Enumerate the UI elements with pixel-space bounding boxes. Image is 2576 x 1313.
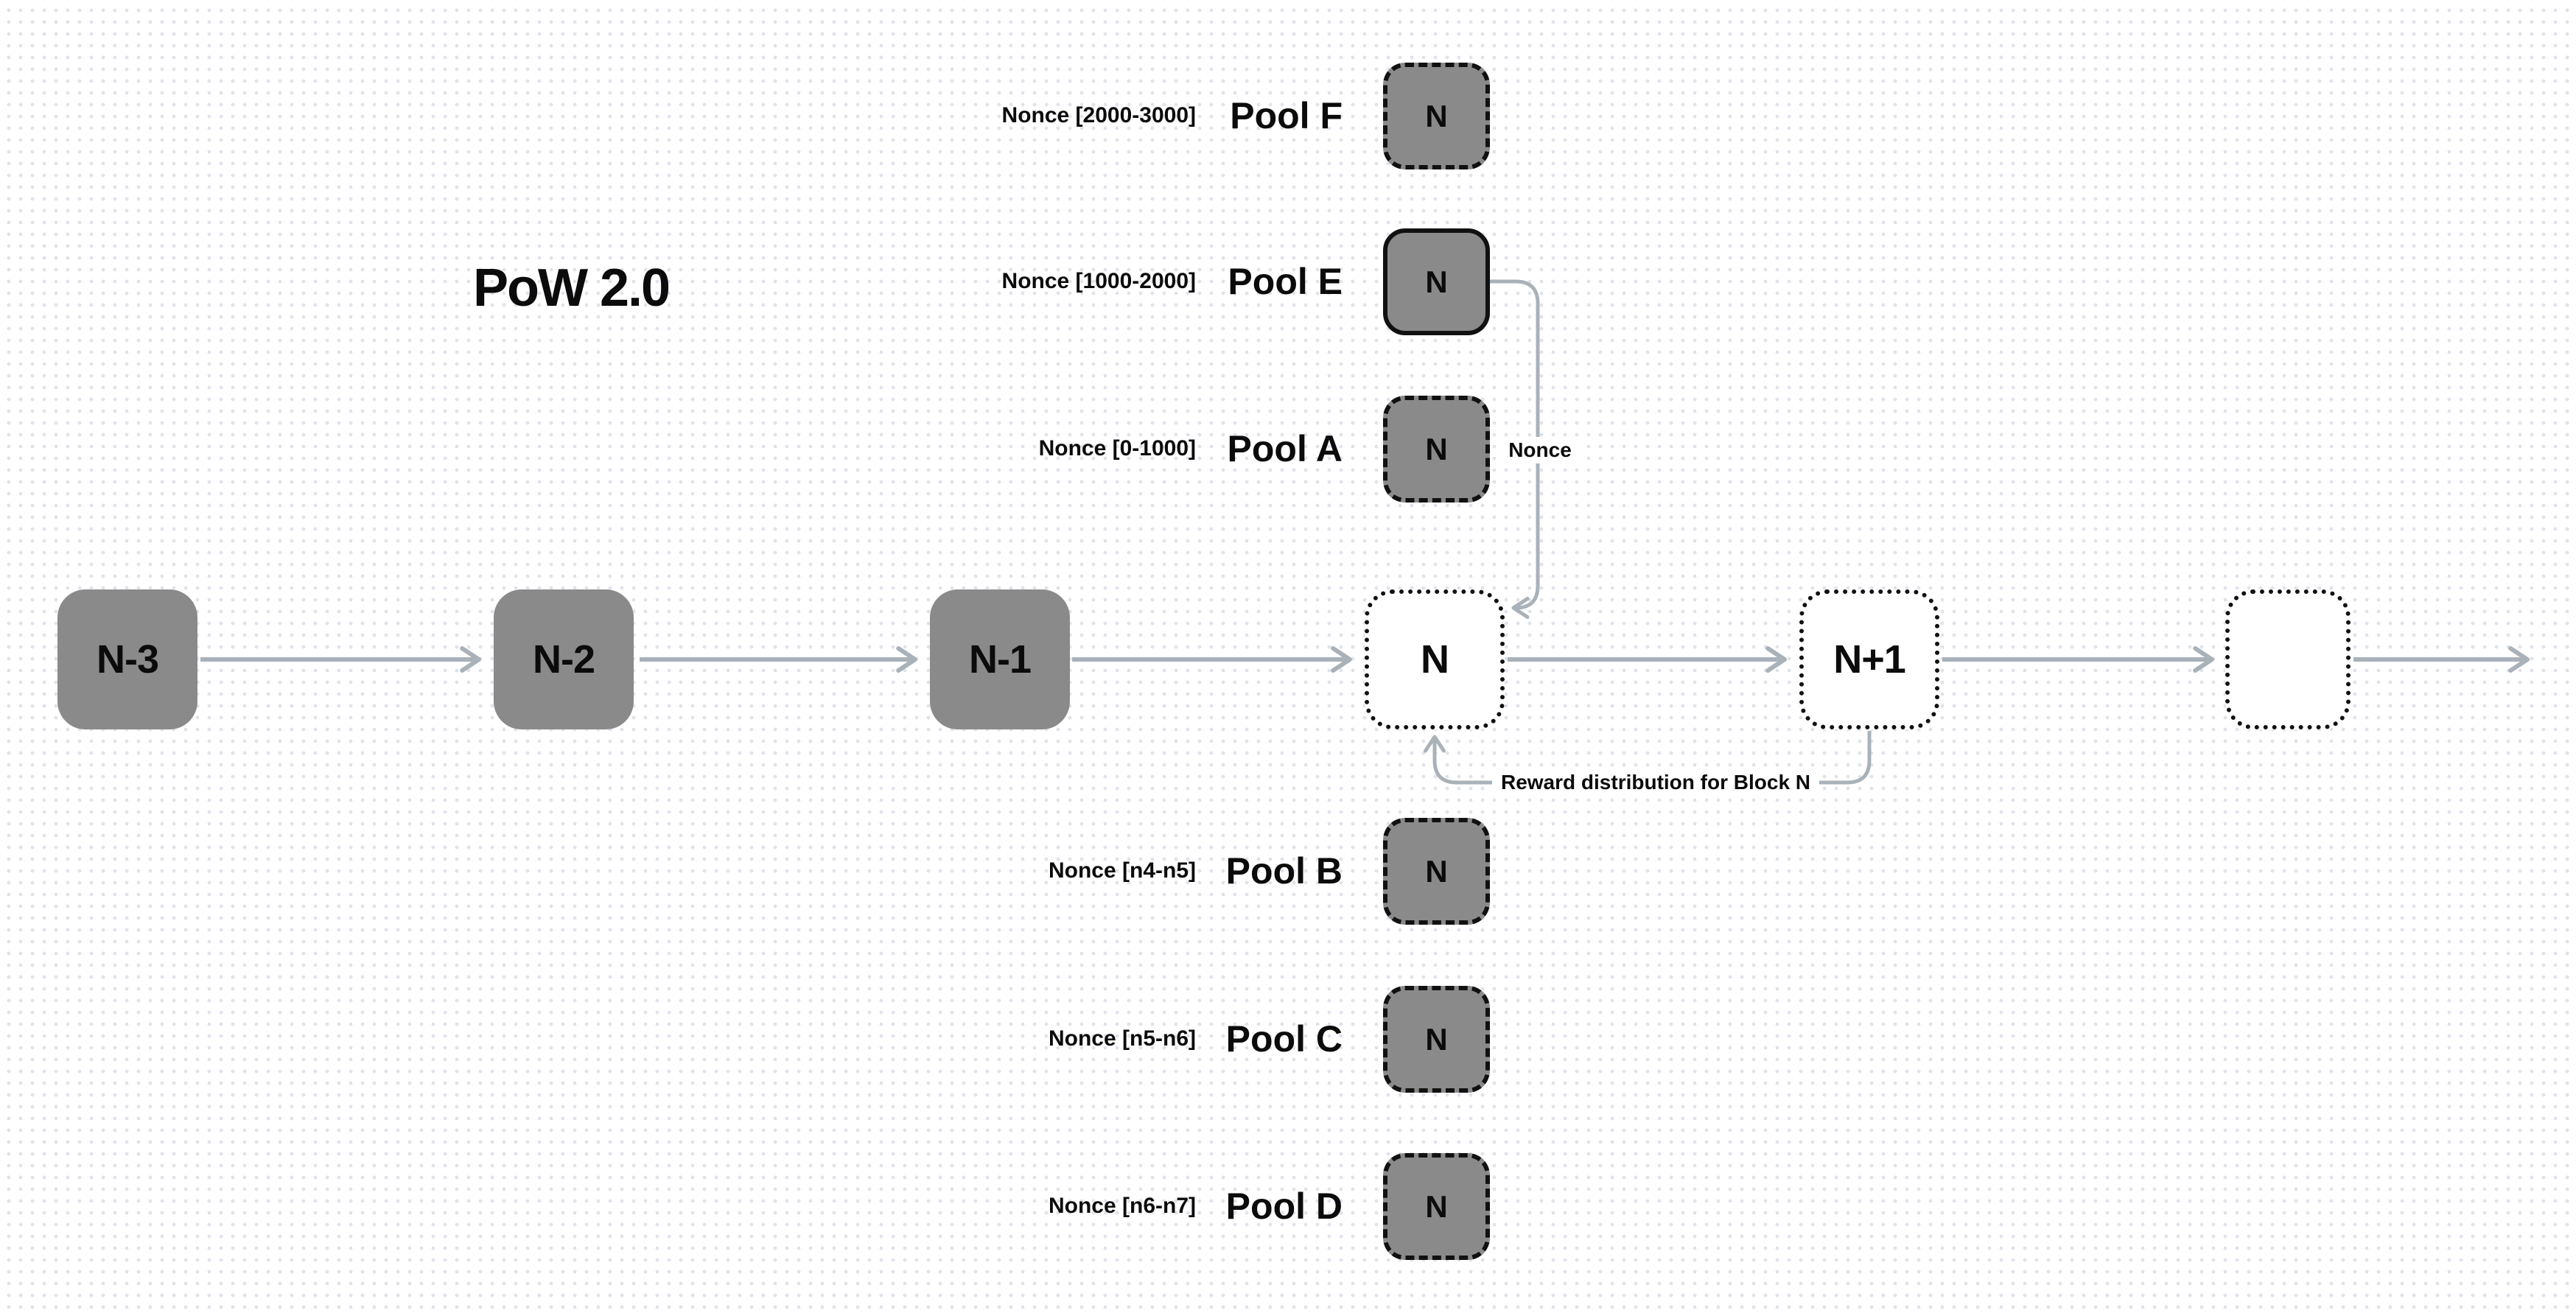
- pool-b-nonce-range[interactable]: Nonce [n4-n5]: [1048, 858, 1196, 883]
- block-n-3[interactable]: N-3: [57, 589, 197, 729]
- pool-b-box-label: N: [1425, 853, 1448, 889]
- block-n-plus-1-label: N+1: [1833, 637, 1906, 682]
- nonce-connector-label[interactable]: Nonce: [1499, 437, 1581, 463]
- pool-a-name[interactable]: Pool A: [1227, 428, 1343, 469]
- pool-c-name[interactable]: Pool C: [1225, 1018, 1343, 1060]
- pool-d-box-label: N: [1425, 1188, 1448, 1224]
- pool-a-nonce-range[interactable]: Nonce [0-1000]: [1038, 436, 1196, 461]
- pool-b-box[interactable]: N: [1383, 818, 1490, 925]
- pool-c-box-label: N: [1425, 1021, 1448, 1057]
- pool-e-nonce-range[interactable]: Nonce [1000-2000]: [1001, 269, 1196, 293]
- diagram-title[interactable]: PoW 2.0: [473, 259, 671, 318]
- block-n-3-label: N-3: [96, 637, 159, 682]
- pool-f-nonce-range[interactable]: Nonce [2000-3000]: [1001, 103, 1196, 127]
- block-n-plus-1[interactable]: N+1: [1799, 589, 1939, 729]
- block-n-2-label: N-2: [532, 637, 595, 682]
- pool-b-name[interactable]: Pool B: [1225, 850, 1343, 892]
- pool-a-box[interactable]: N: [1383, 396, 1490, 503]
- block-future-empty[interactable]: [2225, 589, 2351, 729]
- block-n[interactable]: N: [1365, 589, 1505, 729]
- pool-e-box[interactable]: N: [1383, 228, 1490, 335]
- pool-a-box-label: N: [1425, 431, 1448, 466]
- pool-f-box-label: N: [1425, 98, 1448, 133]
- pool-d-box[interactable]: N: [1383, 1153, 1490, 1260]
- pool-d-name[interactable]: Pool D: [1225, 1186, 1343, 1227]
- pool-f-box[interactable]: N: [1383, 63, 1490, 169]
- block-n-label: N: [1421, 637, 1449, 682]
- block-n-2[interactable]: N-2: [494, 589, 634, 729]
- pool-c-box[interactable]: N: [1383, 986, 1490, 1093]
- block-n-1-label: N-1: [968, 637, 1032, 682]
- pool-c-nonce-range[interactable]: Nonce [n5-n6]: [1048, 1026, 1196, 1051]
- pool-f-name[interactable]: Pool F: [1230, 95, 1343, 136]
- reward-distribution-label[interactable]: Reward distribution for Block N: [1491, 769, 1820, 796]
- pool-e-name[interactable]: Pool E: [1228, 261, 1343, 302]
- block-n-1[interactable]: N-1: [930, 589, 1070, 729]
- pool-d-nonce-range[interactable]: Nonce [n6-n7]: [1048, 1194, 1196, 1218]
- pool-e-box-label: N: [1425, 264, 1448, 299]
